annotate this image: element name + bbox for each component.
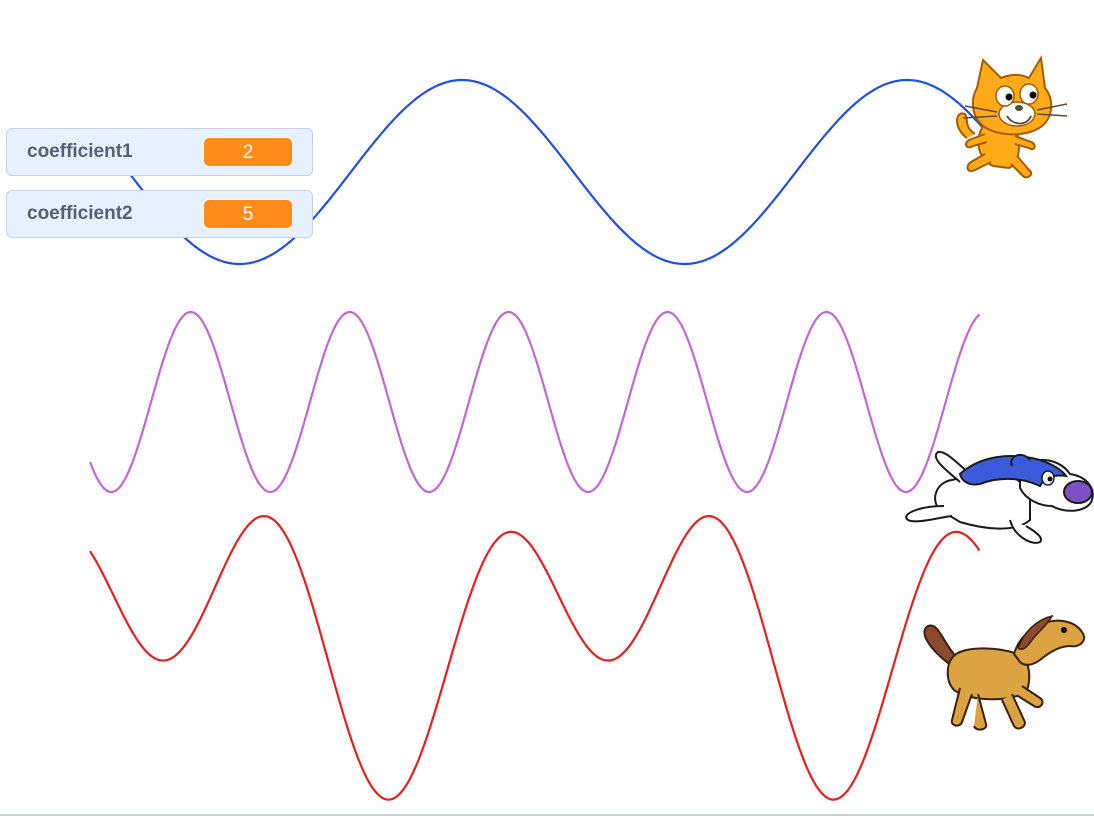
cat-trail-line: [117, 78, 986, 266]
variable-monitor-coefficient1[interactable]: coefficient1 2: [6, 128, 313, 176]
dog-trail-line: [88, 310, 981, 494]
variable-monitor-label: coefficient2: [27, 203, 133, 224]
variable-monitor-value: 2: [203, 137, 293, 167]
cat-sprite[interactable]: [956, 55, 1068, 179]
horse-trail-line: [89, 514, 981, 801]
dog-sprite[interactable]: [905, 450, 1094, 544]
variable-monitor-label: coefficient1: [27, 141, 133, 162]
stage-bottom-border: [0, 814, 1094, 816]
variable-monitor-value: 5: [203, 199, 293, 229]
variable-monitor-coefficient2[interactable]: coefficient2 5: [6, 190, 313, 238]
horse-sprite[interactable]: [923, 614, 1086, 731]
